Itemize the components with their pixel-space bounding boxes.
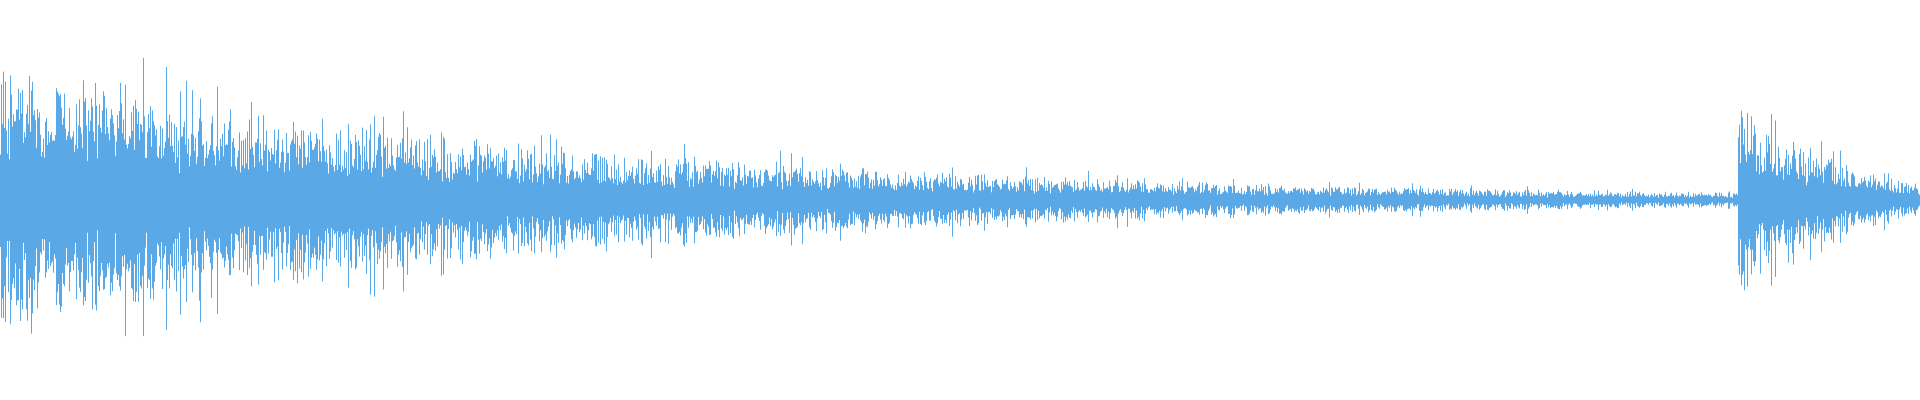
waveform-trace <box>0 57 1920 337</box>
